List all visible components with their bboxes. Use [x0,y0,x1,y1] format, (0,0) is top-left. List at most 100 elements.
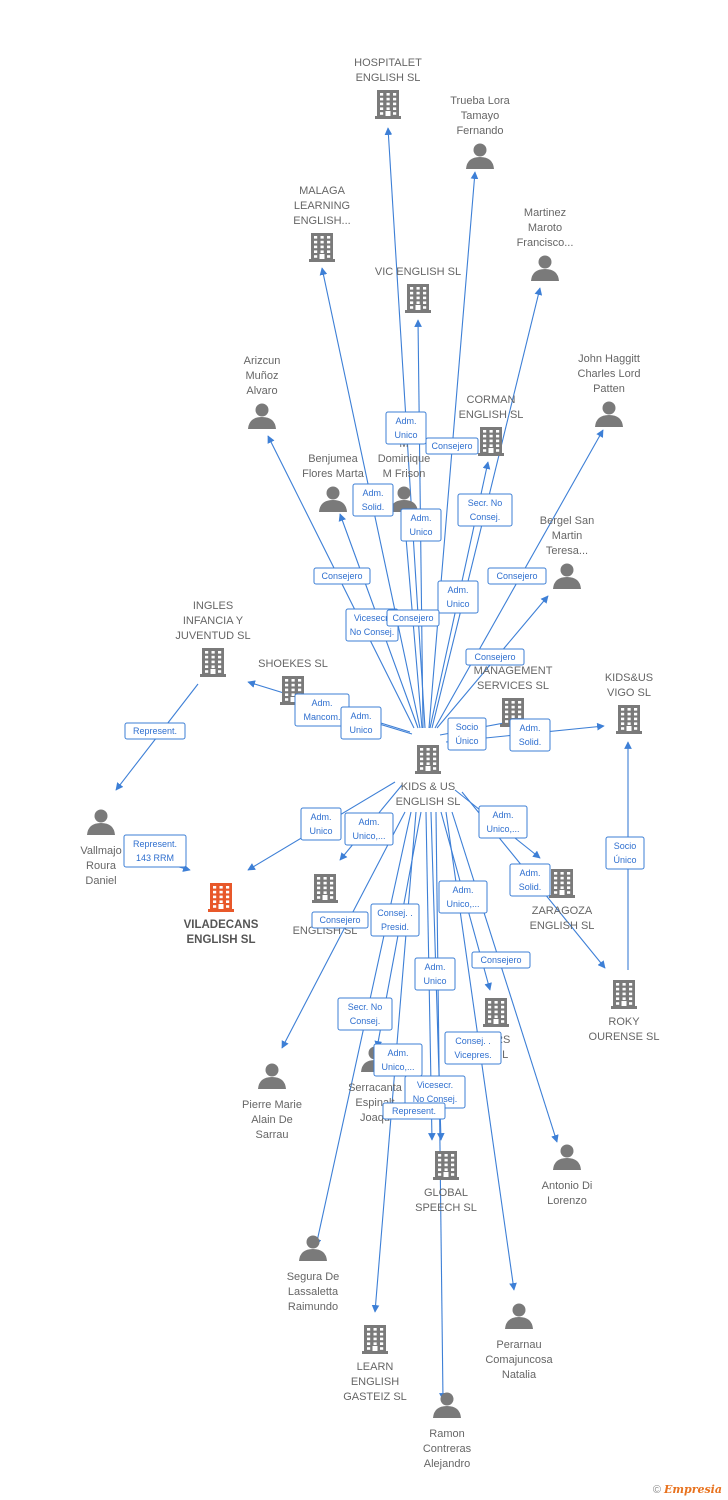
relation-label-r19[interactable]: Adm.Unico,... [478,805,528,839]
node-label: ZARAGOZA [532,905,593,917]
relation-label-r25[interactable]: Consej. .Presid. [370,903,420,937]
relation-label-r16[interactable]: Adm.Solid. [509,718,551,752]
node-label: ENGLISH SL [186,934,255,946]
node-label: Benjumea [308,453,358,465]
node-label: LEARN [357,1361,394,1373]
node-label: ENGLISH SL [356,72,421,84]
relation-label-r18[interactable]: Adm.Unico,... [344,812,394,846]
relation-label-r30[interactable]: Adm.Unico,... [373,1043,423,1077]
building-icon [415,745,441,774]
person-icon [505,1303,533,1329]
graph-node-martinez[interactable]: MartinezMarotoFrancisco... [517,207,574,281]
relation-label-r2[interactable]: Consejero [425,437,479,455]
relation-label-r20[interactable]: Represent.143 RRM [123,834,187,868]
relation-label-r4[interactable]: Adm.Unico [400,508,442,542]
relation-label-r21[interactable]: Adm.Solid. [509,863,551,897]
relation-text: No Consej. [413,1094,458,1104]
relation-label-r29[interactable]: Consej. .Vicepres. [444,1031,502,1065]
relation-label-r17[interactable]: Adm.Unico [300,807,342,841]
graph-node-vic[interactable]: VIC ENGLISH SL [375,266,461,313]
node-label: Patten [593,383,625,395]
node-label: Sarrau [255,1129,288,1141]
node-label: ENGLISH [351,1376,399,1388]
node-label: Bergel San [540,515,594,527]
node-label: Alvaro [246,385,277,397]
graph-node-viladecans[interactable]: VILADECANS ENGLISH SL [184,883,259,946]
node-label: ENGLISH SL [396,796,461,808]
relation-text: Unico,... [352,831,385,841]
relation-label-r23[interactable]: Adm.Unico,... [438,880,488,914]
node-label: Comajuncosa [485,1354,553,1366]
node-label: Muñoz [245,370,278,382]
relation-label-r11[interactable]: Consejero [465,648,525,666]
node-label: VILADECANS [184,919,259,931]
relation-label-r9[interactable]: Vicesecr.No Consej. [345,608,399,642]
relation-label-r7[interactable]: Consejero [313,567,371,585]
building-icon [208,883,234,912]
relation-label-r10[interactable]: Consejero [386,609,440,627]
relation-text: Adm. [311,698,332,708]
graph-node-bergel[interactable]: Bergel SanMartinTeresa... [540,515,594,589]
relation-label-r3[interactable]: Adm.Solid. [352,483,394,517]
relation-text: Vicesecr. [417,1080,453,1090]
node-label: ENGLISH SL [459,409,524,421]
graph-node-learn[interactable]: LEARN ENGLISH GASTEIZ SL [343,1325,407,1403]
building-icon [611,980,637,1009]
graph-node-malaga[interactable]: MALAGALEARNINGENGLISH... [293,185,351,262]
relation-label-r6[interactable]: Consejero [487,567,547,585]
relation-label-r14[interactable]: Adm.Unico [340,706,382,740]
relation-text: Único [455,736,478,746]
node-label: GASTEIZ SL [343,1391,407,1403]
relation-label-r12[interactable]: Represent. [124,722,186,740]
node-label: Charles Lord [578,368,641,380]
relation-text: Represent. [133,839,177,849]
relation-label-r24[interactable]: Consejero [311,911,369,929]
relation-text: Adm. [519,868,540,878]
person-icon [553,1144,581,1170]
relation-text: Presid. [381,922,409,932]
node-label: Perarnau [496,1339,541,1351]
copyright-icon: © [652,1484,661,1496]
relation-label-r27[interactable]: Adm.Unico [414,957,456,991]
brand-logo[interactable]: Empresia [663,1483,722,1496]
node-label: Arizcun [244,355,281,367]
relation-label-r8[interactable]: Adm.Unico [437,580,479,614]
node-label: Trueba Lora [450,95,510,107]
node-label: Dominique [378,453,431,465]
relation-label-r26[interactable]: Consejero [471,951,531,969]
relation-text: Único [613,855,636,865]
relation-text: Adm. [410,513,431,523]
node-label: Contreras [423,1443,472,1455]
relation-label-r1[interactable]: Adm.Unico [385,411,427,445]
person-icon [595,401,623,427]
node-label: VIC ENGLISH SL [375,266,461,278]
relation-label-r32[interactable]: Represent. [382,1102,446,1120]
relation-text: Unico,... [446,899,479,909]
node-label: Teresa... [546,545,588,557]
